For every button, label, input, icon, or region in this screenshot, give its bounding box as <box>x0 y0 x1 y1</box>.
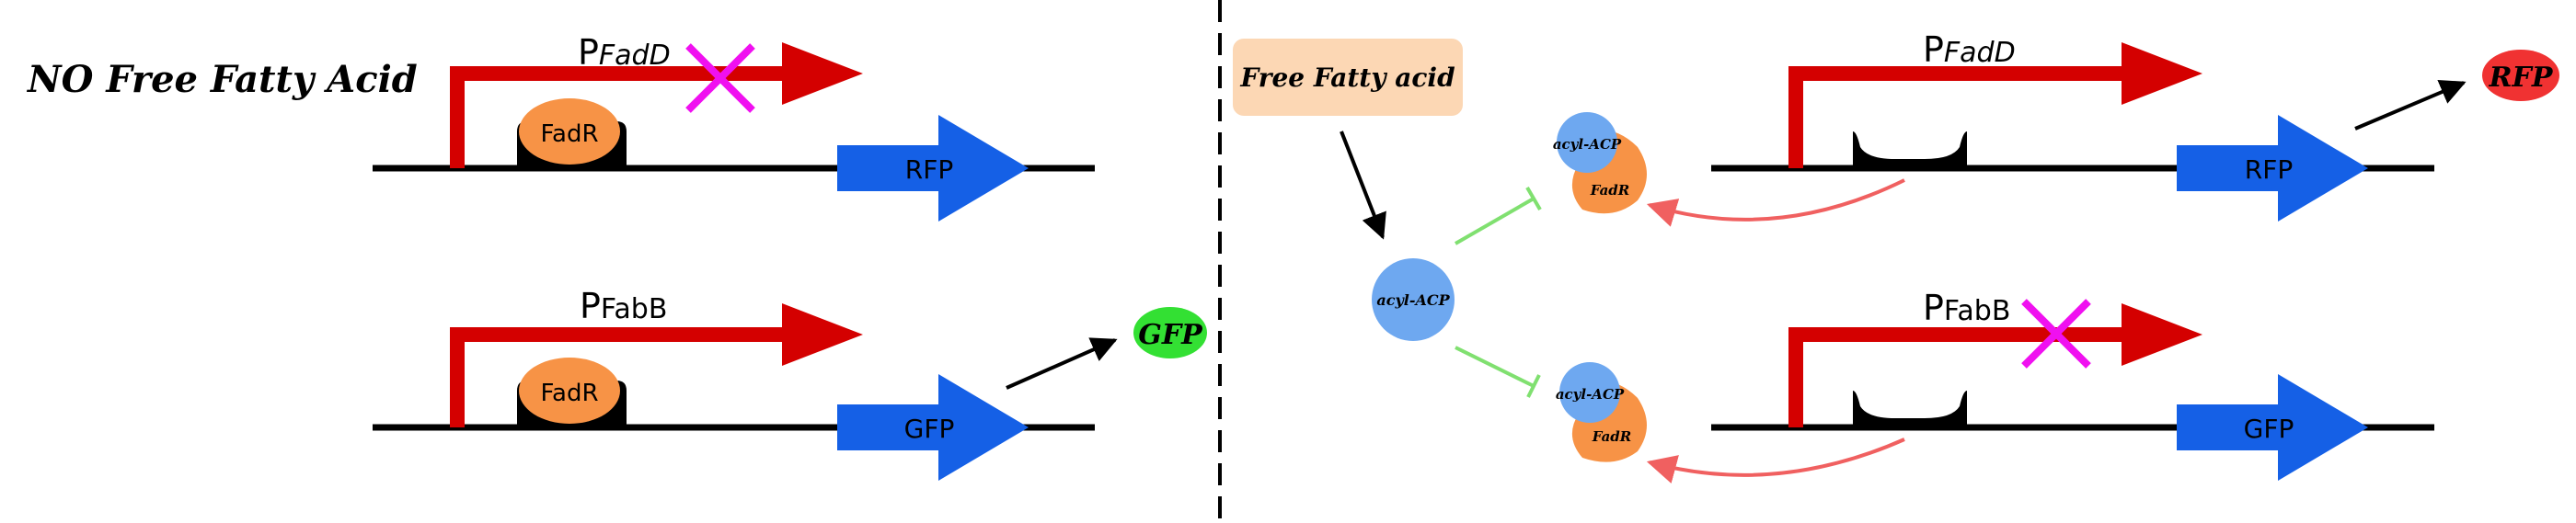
promoter-arrowhead <box>2122 42 2202 105</box>
left-bottom-construct: FadR PFabB GFP GFP <box>373 286 1207 481</box>
promoter-arrow <box>1788 66 2133 168</box>
empty-operator-site <box>1853 391 1967 427</box>
promoter-label: PFabB <box>1923 288 2010 328</box>
rfp-gene-arrow <box>837 115 1029 222</box>
promoter-arrow <box>450 327 791 427</box>
inhibition-bottom <box>1455 346 1541 398</box>
gfp-gene-arrow <box>2177 374 2368 481</box>
release-arrow <box>1646 178 1905 227</box>
acyl-fadr-complex-bottom: acyl-ACP FadR <box>1556 362 1647 462</box>
complex-fadr-label: FadR <box>1592 428 1632 445</box>
expression-arrow <box>1006 337 1118 390</box>
conversion-arrow <box>1340 131 1386 240</box>
rfp-gene-label: RFP <box>905 154 953 185</box>
complex-fadr-label: FadR <box>1590 182 1630 199</box>
fadr-label: FadR <box>540 380 598 407</box>
fadr-label: FadR <box>540 120 598 148</box>
left-top-construct: FadR PFadD RFP <box>373 32 1095 222</box>
rfp-output-badge <box>2482 50 2559 101</box>
rfp-gene-label: RFP <box>2245 154 2293 185</box>
gfp-gene-label: GFP <box>2244 414 2294 444</box>
promoter-label: PFadD <box>1923 29 2016 70</box>
block-cross <box>2021 299 2091 369</box>
complex-acyl-label: acyl-ACP <box>1556 386 1625 403</box>
fadr-repressor <box>519 98 620 165</box>
gfp-output-badge <box>1133 307 1207 358</box>
empty-operator-site <box>1853 131 1967 168</box>
promoter-arrow <box>1788 327 2133 427</box>
promoter-label: PFabB <box>580 286 667 326</box>
gfp-gene-label: GFP <box>904 414 955 444</box>
right-top-construct: PFadD RFP RFP <box>1646 29 2559 227</box>
right-bottom-construct: PFabB GFP <box>1646 288 2434 483</box>
gfp-output-label: GFP <box>1138 319 1203 351</box>
promoter-arrowhead <box>2122 303 2202 366</box>
expression-arrow <box>2354 79 2467 131</box>
rfp-output-label: RFP <box>2489 62 2554 94</box>
acyl-acp-molecule <box>1372 258 1455 341</box>
block-cross <box>685 43 755 113</box>
fadr-repressor <box>519 358 620 424</box>
rfp-gene-arrow <box>2177 115 2368 222</box>
promoter-label: PFadD <box>578 32 671 73</box>
acyl-acp-shape <box>1559 362 1620 423</box>
promoter-arrowhead <box>782 42 863 105</box>
complex-acyl-label: acyl-ACP <box>1553 136 1622 153</box>
release-arrow <box>1646 438 1905 483</box>
acyl-fadr-complex-top: acyl-ACP FadR <box>1553 112 1647 214</box>
acyl-acp-label: acyl-ACP <box>1376 291 1450 309</box>
inhibition-top <box>1455 186 1542 245</box>
promoter-arrow <box>450 66 791 168</box>
left-title: NO Free Fatty Acid <box>26 58 418 101</box>
inducer-label: Free Fatty acid <box>1239 63 1455 93</box>
inducer-box <box>1233 39 1463 116</box>
acyl-acp-shape <box>1557 112 1617 173</box>
gfp-gene-arrow <box>837 374 1029 481</box>
promoter-arrowhead <box>782 303 863 366</box>
